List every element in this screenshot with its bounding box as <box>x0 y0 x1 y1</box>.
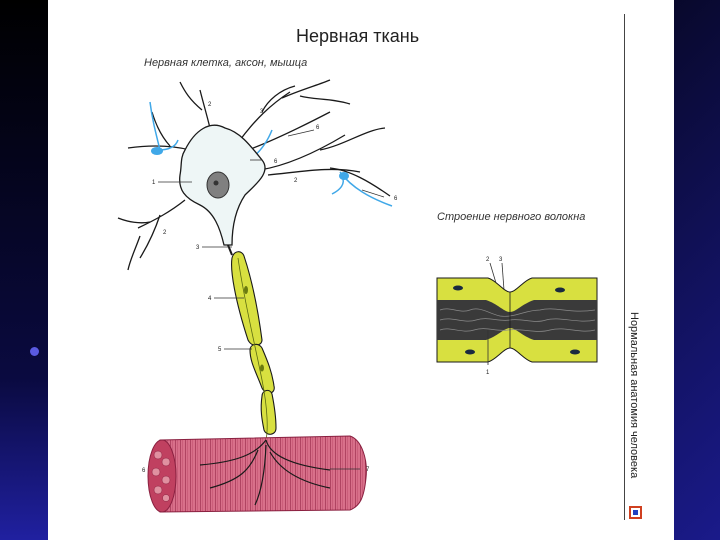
fiber-label-3: 3 <box>499 257 503 263</box>
bullet-dot <box>30 347 39 356</box>
myelin-segment-1 <box>231 251 263 346</box>
publisher-logo <box>629 506 642 519</box>
label-7: 7 <box>366 467 370 473</box>
myelin-segment-3 <box>260 389 277 435</box>
synapse-knob-1 <box>151 147 163 155</box>
myelin-nuclei <box>244 286 264 372</box>
motor-end-branches <box>199 439 331 506</box>
muscle-fibrils <box>151 450 171 502</box>
neuron-labels: 2 3 6 1 2 6 6 2 3 4 5 6 7 <box>142 102 398 474</box>
nucleolus <box>213 180 219 186</box>
label-1: 1 <box>152 180 156 186</box>
fiber-label-1: 1 <box>486 370 490 376</box>
fiber-caption: Строение нервного волокна <box>437 211 586 223</box>
fiber-labels: 2 3 1 <box>486 257 503 376</box>
label-2a: 2 <box>208 102 212 108</box>
neuron-caption: Нервная клетка, аксон, мышца <box>144 57 308 69</box>
fiber-label-2: 2 <box>486 257 490 263</box>
axon-line <box>237 257 268 441</box>
muscle-cross-section <box>147 439 177 513</box>
axon-hillock <box>227 244 233 256</box>
page-title: Нервная ткань <box>296 26 420 46</box>
synapse-knob-3 <box>339 172 349 180</box>
nucleus <box>206 171 230 199</box>
label-6d: 6 <box>142 468 146 474</box>
label-5: 5 <box>218 347 222 353</box>
label-2c: 2 <box>163 230 167 236</box>
label-6b: 6 <box>274 159 278 165</box>
page-rule-line <box>624 14 625 520</box>
label-3a: 3 <box>260 109 264 115</box>
nerve-fiber-detail <box>436 277 598 363</box>
book-title-vertical: Нормальная анатомия человека <box>628 312 640 479</box>
myelin-sheath <box>231 251 277 435</box>
label-3b: 3 <box>196 245 200 251</box>
label-4: 4 <box>208 296 212 302</box>
label-6a: 6 <box>316 125 320 131</box>
label-2b: 2 <box>294 178 298 184</box>
fiber-schwann-nuclei <box>453 285 580 355</box>
leader-lines <box>158 129 505 470</box>
label-6c: 6 <box>394 196 398 202</box>
